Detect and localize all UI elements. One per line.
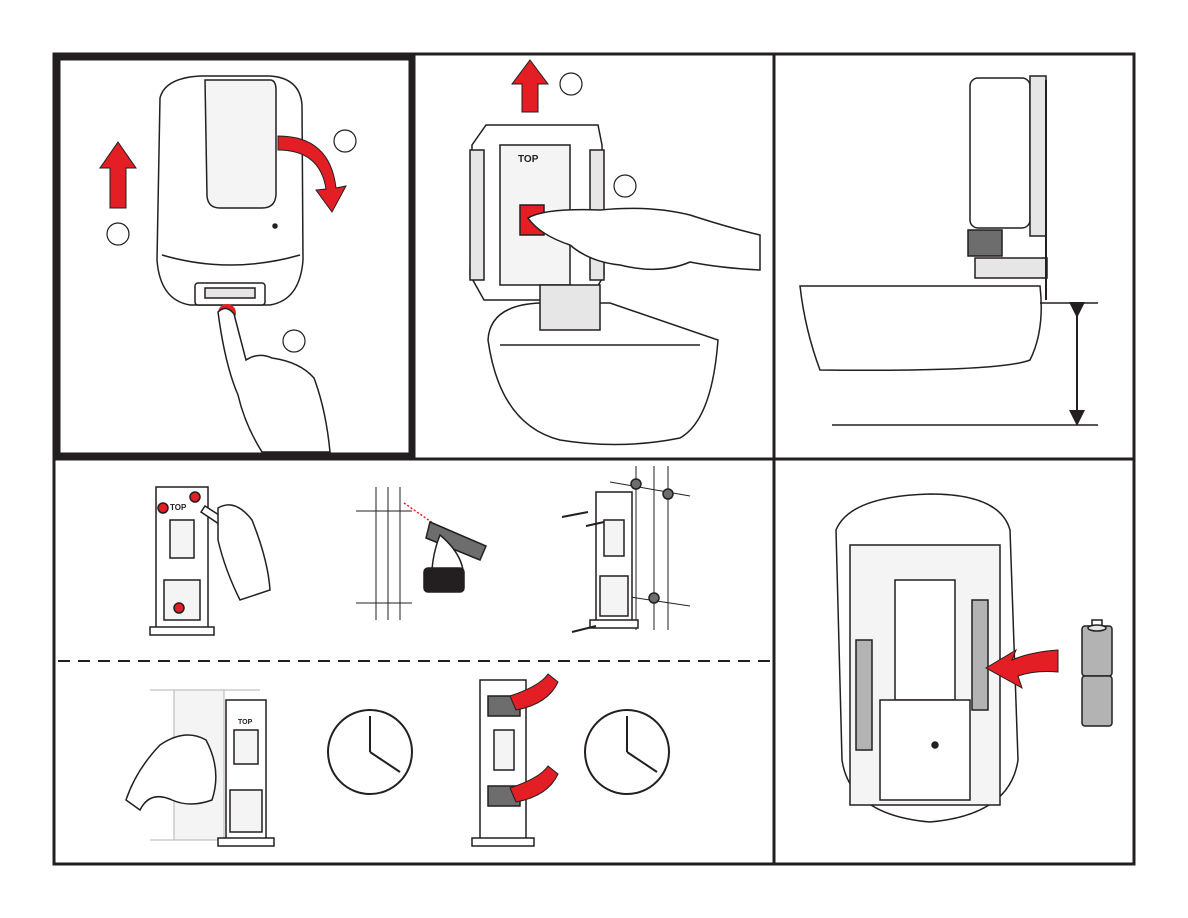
dispenser-open <box>470 125 718 445</box>
step-marker-1 <box>560 73 582 95</box>
dispenser-side-view <box>800 76 1047 370</box>
step-marker-3 <box>283 330 305 352</box>
arrow-up-icon <box>100 142 136 208</box>
backplate-screw <box>590 479 673 628</box>
finger-press-icon <box>218 308 330 452</box>
panel-mounting-height <box>800 76 1098 425</box>
clock-icon <box>328 710 412 794</box>
wall-drill-lines <box>356 487 412 620</box>
battery-icon <box>1082 620 1112 726</box>
panel-remove-cover <box>100 76 356 452</box>
dispenser-closed <box>157 76 303 305</box>
dispenser-back-open <box>836 494 1018 822</box>
pen-hand-icon <box>201 505 270 600</box>
clock-icon <box>585 710 669 794</box>
wipe-hand-icon <box>126 735 216 810</box>
step-marker-1 <box>107 223 129 245</box>
panel-mounting-steps: TOP <box>150 466 690 635</box>
panel-adhesive-steps: TOP <box>126 674 669 846</box>
clean-plate-top-label: TOP <box>238 719 253 726</box>
drill-icon <box>404 503 486 592</box>
backplate-top-label: TOP <box>518 154 539 165</box>
step-marker-2 <box>334 130 356 152</box>
step-marker-2 <box>614 175 636 197</box>
arrow-up-icon <box>512 60 548 112</box>
panel-remove-backplate: TOP <box>470 60 760 445</box>
mark-plate-top-label: TOP <box>170 503 187 512</box>
panel-batteries <box>836 494 1112 822</box>
